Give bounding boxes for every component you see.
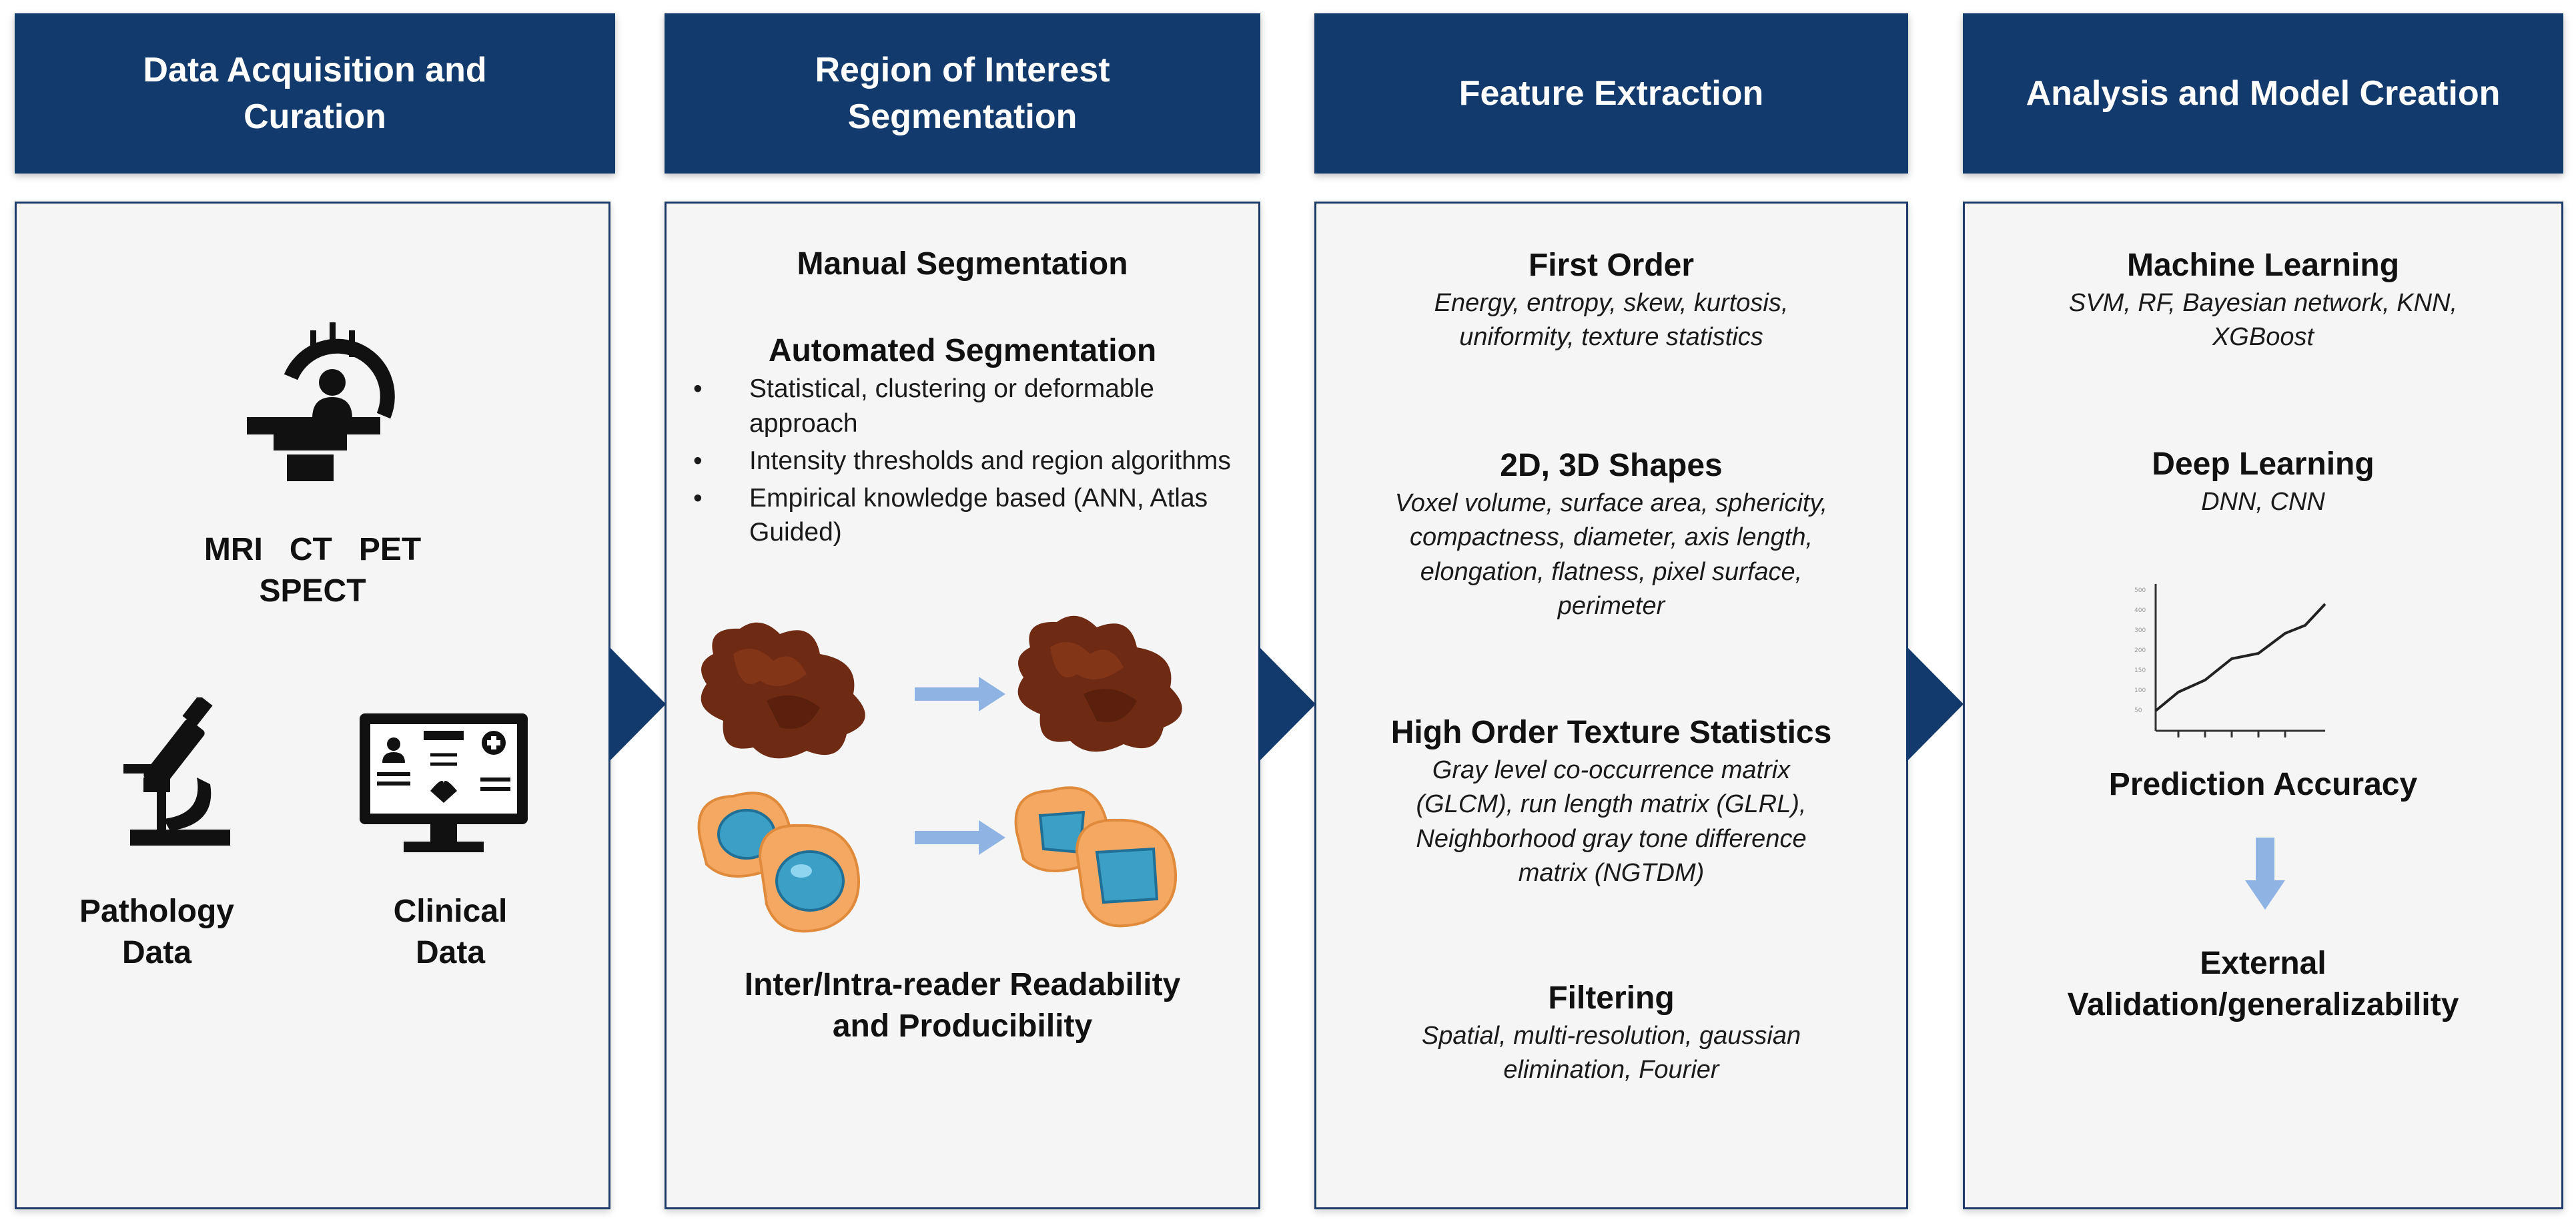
line-chart-tick: 150 (2134, 667, 2146, 674)
line-chart-tick: 50 (2134, 707, 2142, 714)
header-line: Region of Interest (815, 50, 1110, 89)
header-feature-extraction: Feature Extraction (1314, 13, 1908, 174)
clinical-label: Clinical Data (310, 891, 590, 974)
clinical-line: Data (415, 935, 486, 971)
desc-line: elimination, Fourier (1503, 1056, 1719, 1085)
line-chart-tick: 200 (2134, 647, 2146, 654)
header-data-acquisition: Data Acquisition and Curation (15, 13, 615, 174)
list-item: • Empirical knowledge based (ANN, Atlas … (687, 481, 1232, 551)
panel-roi-segmentation: Manual Segmentation Automated Segmentati… (665, 202, 1260, 1209)
desc-line: compactness, diameter, axis length, (1409, 523, 1813, 552)
list-item-text: Empirical knowledge based (ANN, Atlas Gu… (749, 483, 1208, 547)
header-line: Feature Extraction (1458, 73, 1764, 113)
down-arrow-icon (2245, 838, 2285, 910)
clinical-line: Clinical (393, 894, 508, 929)
deep-learning-title: Deep Learning (2152, 446, 2375, 482)
header-line: Analysis and Model Creation (2026, 73, 2501, 113)
texture-title: High Order Texture Statistics (1390, 715, 1832, 750)
reader-line: Inter/Intra-reader Readability (744, 967, 1181, 1002)
desc-line: Voxel volume, surface area, sphericity, (1394, 489, 1828, 517)
line-chart-icon: 500 400 300 200 150 100 50 (2134, 584, 2326, 737)
header-roi-segmentation: Region of Interest Segmentation (665, 13, 1260, 174)
scanner-icon (247, 322, 395, 481)
cell-image (697, 792, 860, 933)
bullet: • (693, 446, 703, 475)
shapes-desc: Voxel volume, surface area, sphericity, … (1316, 487, 1906, 623)
panel-data-acquisition: MRI CT PET SPECT Pathology Data Clinic (15, 202, 610, 1209)
panel-feature-extraction: First Order Energy, entropy, skew, kurto… (1314, 202, 1908, 1209)
bullet: • (693, 483, 703, 513)
line-chart-tick: 400 (2134, 607, 2146, 614)
desc-line: matrix (NGTDM) (1518, 858, 1705, 887)
connector-arrow (1258, 646, 1316, 762)
list-item: • Intensity thresholds and region algori… (687, 444, 1232, 479)
desc-line: perimeter (1557, 591, 1665, 620)
bullet: • (693, 374, 703, 403)
machine-learning-desc: SVM, RF, Bayesian network, KNN, XGBoost (1965, 286, 2561, 355)
desc-line: Energy, entropy, skew, kurtosis, (1434, 289, 1789, 317)
line-chart-tick: 300 (2134, 627, 2146, 634)
modalities-line: MRI CT PET (203, 532, 422, 567)
tumor-image (1017, 615, 1182, 752)
pathology-label: Pathology Data (17, 891, 297, 974)
desc-line: elongation, flatness, pixel surface, (1420, 557, 1803, 586)
external-line: Validation/generalizability (2067, 987, 2459, 1023)
line-chart-tick: 100 (2134, 687, 2146, 694)
external-validation-title: External Validation/generalizability (1965, 943, 2561, 1026)
list-item-text: Intensity thresholds and region algorith… (749, 446, 1231, 475)
desc-line: (GLCM), run length matrix (GLRL), (1416, 790, 1807, 819)
reader-readability-title: Inter/Intra-reader Readability and Produ… (667, 964, 1258, 1048)
prediction-accuracy-title: Prediction Accuracy (2108, 767, 2418, 802)
manual-segmentation-title: Manual Segmentation (797, 246, 1128, 282)
header-analysis-model: Analysis and Model Creation (1963, 13, 2563, 174)
desc-line: SVM, RF, Bayesian network, KNN, (2068, 289, 2458, 317)
desc-line: Gray level co-occurrence matrix (1432, 756, 1791, 784)
deep-learning-desc: DNN, CNN (2201, 488, 2325, 516)
flow-arrow (915, 677, 1005, 711)
panel-analysis-model: Machine Learning SVM, RF, Bayesian netwo… (1963, 202, 2563, 1209)
microscope-icon (123, 697, 230, 846)
automated-segmentation-title: Automated Segmentation (768, 333, 1157, 368)
desc-line: XGBoost (2212, 323, 2314, 352)
desc-line: uniformity, texture statistics (1459, 323, 1763, 352)
pathology-line: Pathology (79, 894, 234, 929)
header-line: Segmentation (847, 97, 1078, 136)
header-line: Data Acquisition and (143, 50, 487, 89)
texture-desc: Gray level co-occurrence matrix (GLCM), … (1316, 753, 1906, 890)
tumor-image (701, 622, 865, 759)
first-order-title: First Order (1528, 248, 1695, 283)
cell-image (1014, 786, 1177, 928)
filtering-desc: Spatial, multi-resolution, gaussian elim… (1316, 1019, 1906, 1088)
modalities-line: SPECT (259, 573, 366, 609)
first-order-desc: Energy, entropy, skew, kurtosis, uniform… (1316, 286, 1906, 355)
flow-arrow (915, 820, 1005, 855)
pathology-line: Data (121, 935, 192, 971)
line-chart-series (2154, 603, 2326, 712)
clinical-monitor-icon (360, 713, 528, 852)
list-item-text: Statistical, clustering or deformable ap… (749, 374, 1154, 438)
shapes-title: 2D, 3D Shapes (1500, 448, 1723, 483)
machine-learning-title: Machine Learning (2126, 248, 2400, 283)
automated-segmentation-list: • Statistical, clustering or deformable … (687, 372, 1232, 553)
external-line: External (2200, 946, 2326, 981)
reader-line: and Producibility (832, 1008, 1093, 1044)
desc-line: Spatial, multi-resolution, gaussian (1421, 1022, 1801, 1050)
filtering-title: Filtering (1548, 980, 1675, 1016)
header-line: Curation (244, 97, 386, 136)
list-item: • Statistical, clustering or deformable … (687, 372, 1232, 441)
connector-arrow (608, 646, 666, 762)
connector-arrow (1906, 646, 1964, 762)
line-chart-tick: 500 (2134, 587, 2146, 594)
desc-line: Neighborhood gray tone difference (1416, 824, 1807, 853)
